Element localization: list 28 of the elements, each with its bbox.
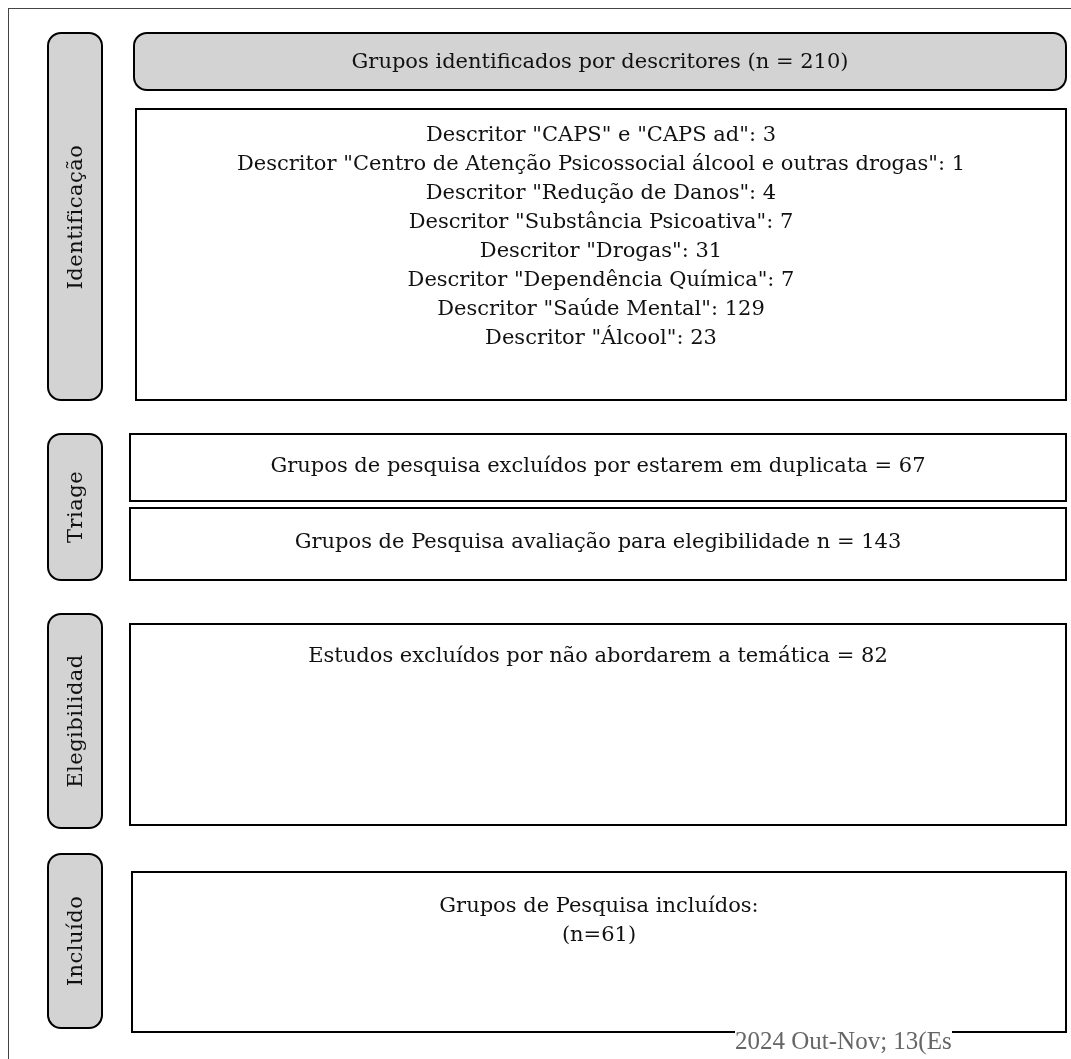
descriptor-count: Descritor "Substância Psicoativa": 7	[408, 208, 794, 235]
descriptor-count: Descritor "Drogas": 31	[479, 237, 723, 264]
citation-note: 2024 Out-Nov; 13(Es	[735, 1028, 952, 1054]
stage-label-tab	[47, 613, 103, 829]
descriptor-count: Descritor "Saúde Mental": 129	[437, 295, 765, 322]
box-text: Grupos identificados por descritores (n = 210)	[351, 48, 849, 75]
stage-label: Triage	[63, 470, 87, 544]
header-box	[133, 32, 1067, 91]
process-box	[129, 507, 1067, 581]
descriptor-count: Descritor "Centro de Atenção Psicossocial álcool e outras drogas": 1	[236, 150, 966, 177]
stage-label-tab	[47, 433, 103, 581]
box-text: Estudos excluídos por não abordarem a temática = 82	[308, 642, 888, 669]
box-text: Grupos de Pesquisa avaliação para elegibilidade n = 143	[294, 528, 902, 555]
descriptor-count: Descritor "Redução de Danos": 4	[425, 179, 777, 206]
descriptor-count: Descritor "CAPS" e "CAPS ad": 3	[426, 121, 776, 148]
descriptor-count: Descritor "Dependência Química": 7	[407, 266, 795, 293]
box-text: Grupos de Pesquisa incluídos: (n=61)	[438, 892, 760, 948]
process-box	[129, 623, 1067, 826]
descriptor-list-box	[135, 108, 1067, 401]
process-box	[131, 871, 1067, 1033]
stage-label: Elegibilidad	[63, 654, 87, 788]
stage-label: Incluído	[63, 895, 87, 987]
descriptor-count: Descritor "Álcool": 23	[485, 324, 717, 351]
stage-label-tab	[47, 853, 103, 1029]
box-text: Grupos de pesquisa excluídos por estarem em duplicata = 67	[270, 452, 926, 479]
stage-label-tab	[47, 32, 103, 401]
process-box	[129, 433, 1067, 502]
stage-label: Identificação	[63, 144, 87, 289]
